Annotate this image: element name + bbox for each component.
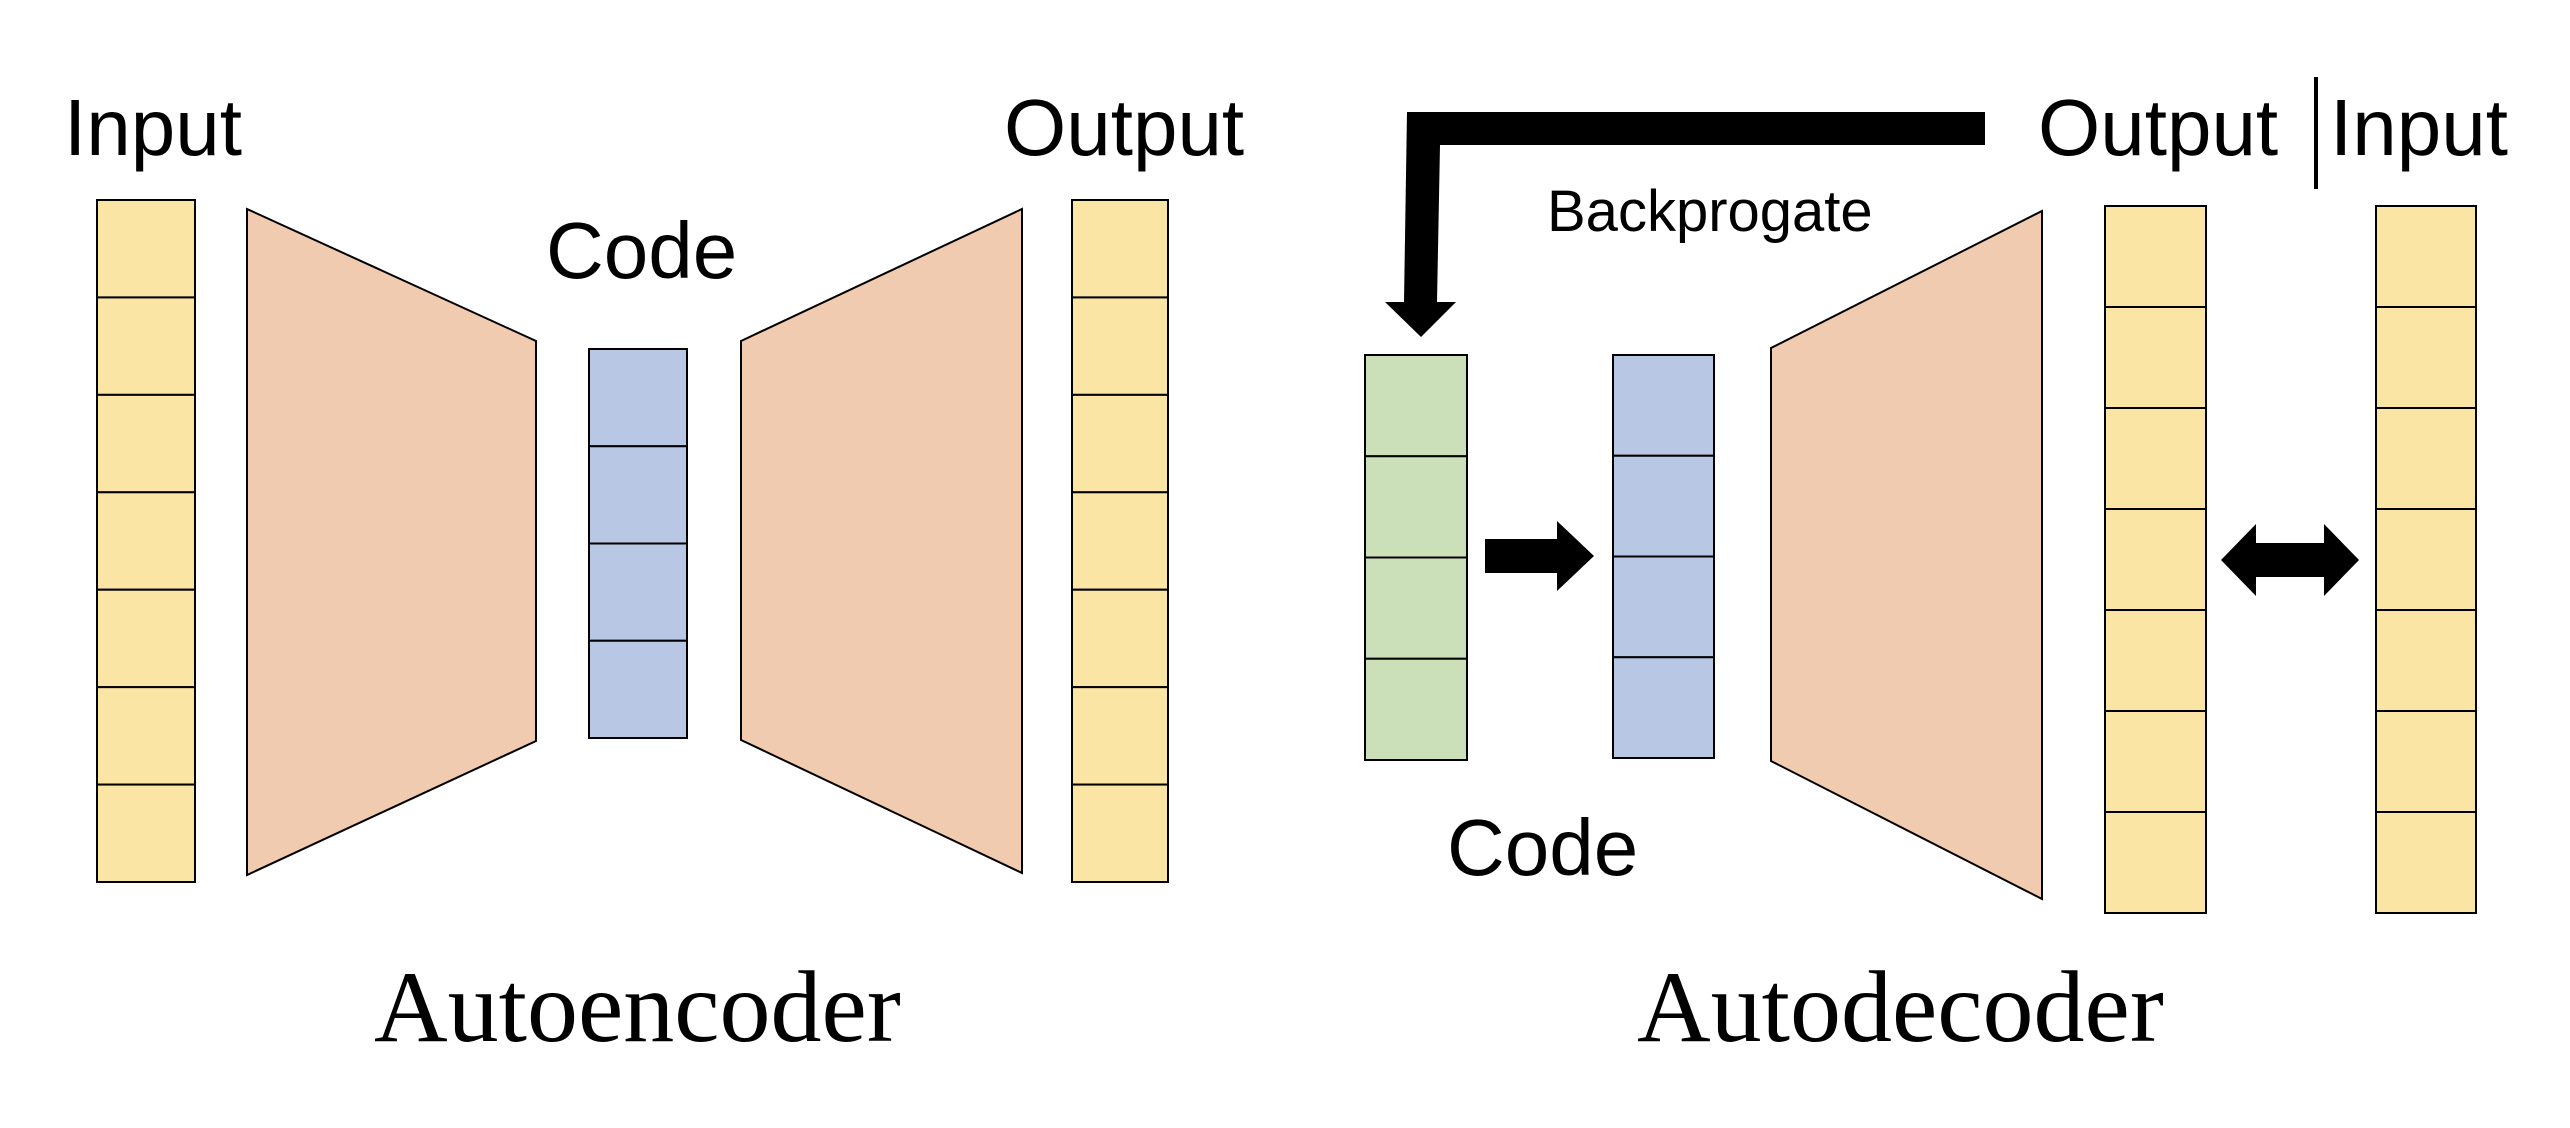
- autodecoder-panel: Backprogate Output Input Code Autodecode…: [1364, 77, 2508, 1064]
- autodecoder-output-vector: [2104, 205, 2207, 914]
- compare-double-arrow-icon: [2221, 524, 2359, 596]
- vector-cell: [2375, 609, 2477, 712]
- autoencoder-decoder-network: [740, 207, 1023, 875]
- autodecoder-output-label: Output: [2038, 83, 2278, 172]
- vector-cell: [2375, 811, 2477, 914]
- vector-cell: [2375, 710, 2477, 813]
- backpropagate-label: Backprogate: [1547, 179, 1873, 244]
- vector-cell: [96, 491, 196, 591]
- vector-cell: [2104, 306, 2207, 409]
- autodecoder-decoder-network: [1770, 209, 2043, 901]
- vector-cell: [2104, 609, 2207, 712]
- vector-cell: [1071, 296, 1169, 396]
- vector-cell: [1612, 656, 1715, 759]
- backpropagate-arrow-icon: [1385, 112, 1985, 337]
- vector-cell: [1364, 556, 1468, 660]
- vector-cell: [2104, 710, 2207, 813]
- autodecoder-title: Autodecoder: [1637, 951, 2164, 1064]
- vector-cell: [1071, 491, 1169, 591]
- vector-cell: [2104, 508, 2207, 611]
- autoencoder-panel: Input Output Code Autoencoder: [64, 83, 1244, 1064]
- vector-cell: [2375, 508, 2477, 611]
- autoencoder-output-label: Output: [1004, 83, 1244, 172]
- vector-cell: [96, 686, 196, 786]
- autodecoder-input-label: Input: [2330, 83, 2508, 172]
- vector-cell: [1364, 657, 1468, 761]
- vector-cell: [588, 348, 688, 448]
- autoencoder-code-vector: [588, 348, 688, 739]
- right-arrow-icon: [1485, 521, 1594, 591]
- vector-cell: [96, 783, 196, 883]
- autodecoder-code-label: Code: [1447, 803, 1638, 892]
- vector-cell: [1071, 686, 1169, 786]
- autodecoder-code-vector: [1612, 354, 1715, 759]
- autodecoder-latent-code-vector: [1364, 354, 1468, 761]
- vector-cell: [2104, 205, 2207, 308]
- autoencoder-input-label: Input: [64, 83, 242, 172]
- vector-cell: [588, 445, 688, 545]
- vector-cell: [2104, 407, 2207, 510]
- vector-cell: [2375, 306, 2477, 409]
- autoencoder-code-label: Code: [546, 206, 737, 295]
- autodecoder-input-vector: [2375, 205, 2477, 914]
- vector-cell: [1071, 199, 1169, 299]
- vector-cell: [96, 296, 196, 396]
- vector-cell: [2375, 205, 2477, 308]
- vector-cell: [96, 588, 196, 689]
- vector-cell: [1612, 454, 1715, 558]
- vector-cell: [588, 639, 688, 739]
- vector-cell: [1612, 354, 1715, 457]
- vector-cell: [1071, 783, 1169, 883]
- autoencoder-output-vector: [1071, 199, 1169, 883]
- vector-cell: [2375, 407, 2477, 510]
- encoder-network: [246, 207, 537, 877]
- vector-cell: [96, 199, 196, 299]
- vector-cell: [1071, 588, 1169, 689]
- vector-cell: [1364, 455, 1468, 559]
- vector-cell: [1612, 555, 1715, 659]
- autoencoder-title: Autoencoder: [374, 951, 901, 1064]
- vector-cell: [1071, 393, 1169, 494]
- autoencoder-input-vector: [96, 199, 196, 883]
- vector-cell: [2104, 811, 2207, 914]
- vector-cell: [1364, 354, 1468, 458]
- vector-cell: [96, 393, 196, 494]
- vector-cell: [588, 542, 688, 642]
